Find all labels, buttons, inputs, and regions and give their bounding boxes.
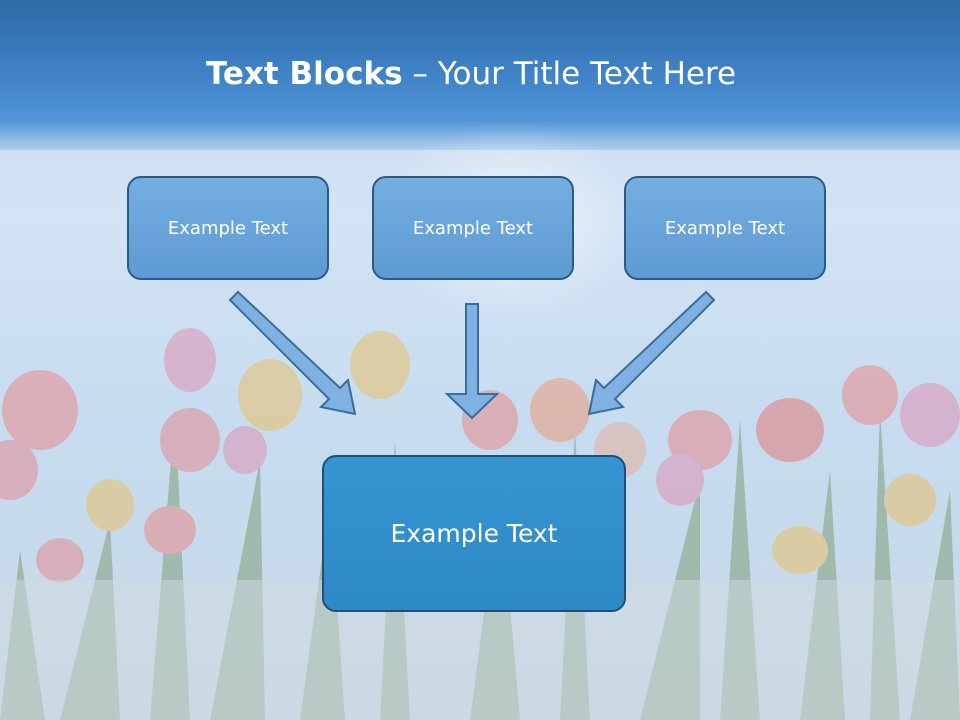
title-bold: Text Blocks bbox=[205, 56, 403, 92]
text-block-top-right[interactable]: Example Text bbox=[624, 176, 826, 280]
text-block-bottom-label: Example Text bbox=[390, 519, 558, 548]
text-block-top-center-label: Example Text bbox=[412, 217, 534, 239]
text-block-top-center[interactable]: Example Text bbox=[372, 176, 574, 280]
title-dash: – bbox=[402, 56, 438, 92]
arrow-left bbox=[228, 290, 357, 416]
slide-title: Text Blocks – Your Title Text Here bbox=[0, 54, 942, 94]
text-block-top-left[interactable]: Example Text bbox=[127, 176, 329, 280]
arrow-right bbox=[587, 290, 716, 416]
text-block-top-left-label: Example Text bbox=[167, 217, 289, 239]
text-block-bottom[interactable]: Example Text bbox=[322, 455, 626, 612]
arrow-center bbox=[444, 303, 500, 420]
text-block-top-right-label: Example Text bbox=[664, 217, 786, 239]
title-rest: Your Title Text Here bbox=[437, 56, 737, 92]
